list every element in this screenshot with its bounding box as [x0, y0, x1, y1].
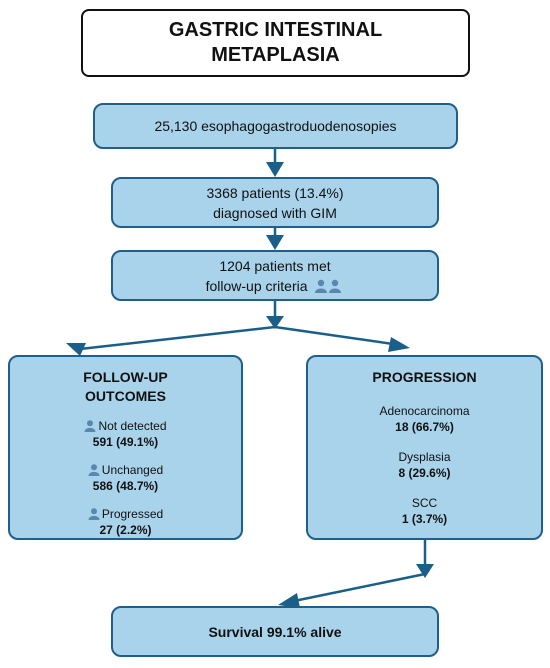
- progression-adenocarcinoma-label: Adenocarcinoma: [379, 404, 470, 418]
- step-gim-line-2: diagnosed with GIM: [213, 204, 337, 221]
- step-follow-up-criteria: 1204 patients met follow-up criteria: [111, 250, 439, 301]
- person-icon: [84, 420, 96, 432]
- outcome-unchanged-label: Unchanged: [101, 463, 164, 477]
- follow-up-title-line-2: OUTCOMES: [85, 388, 166, 404]
- survival-text: Survival 99.1% alive: [208, 623, 342, 640]
- progression-adenocarcinoma-value: 18 (66.7%): [395, 420, 454, 434]
- arrow-icon: [266, 316, 284, 329]
- progression-adenocarcinoma: Adenocarcinoma 18 (66.7%): [379, 403, 469, 435]
- step-endoscopies-text: 25,130 esophagogastroduodenosopies: [154, 118, 397, 134]
- outcome-progressed-value: 27 (2.2%): [99, 523, 152, 537]
- arrow-icon: [278, 593, 300, 608]
- split-line-right: [274, 325, 394, 346]
- progression-dysplasia: Dysplasia 8 (29.6%): [398, 449, 450, 481]
- progression-scc-label: SCC: [411, 496, 438, 510]
- progression-dysplasia-label: Dysplasia: [398, 450, 451, 464]
- outcome-unchanged: Unchanged 586 (48.7%): [88, 462, 163, 494]
- arrow-icon: [66, 343, 86, 356]
- step-gim-line-1: 3368 patients (13.4%): [206, 184, 344, 201]
- step-criteria-line-1: 1204 patients met: [219, 257, 331, 274]
- title-line-1: GASTRIC INTESTINAL: [168, 19, 383, 41]
- merge-line: [293, 572, 426, 603]
- survival-box: Survival 99.1% alive: [111, 606, 439, 657]
- split-line-left: [79, 325, 276, 351]
- progression-scc-value: 1 (3.7%): [401, 512, 448, 526]
- progression-panel: PROGRESSION Adenocarcinoma 18 (66.7%) Dy…: [306, 355, 543, 540]
- outcome-progressed-label: Progressed: [101, 507, 164, 521]
- diagram-title: GASTRIC INTESTINAL METAPLASIA: [81, 9, 470, 77]
- arrow-icon: [266, 235, 284, 250]
- outcome-not-detected-label: Not detected: [98, 419, 167, 433]
- step-endoscopies: 25,130 esophagogastroduodenosopies: [93, 103, 458, 149]
- person-icon: [88, 508, 100, 520]
- arrow-icon: [388, 337, 410, 352]
- outcome-not-detected: Not detected 591 (49.1%): [84, 418, 167, 450]
- title-line-2: METAPLASIA: [211, 44, 340, 66]
- people-icon: [315, 279, 342, 293]
- outcome-not-detected-value: 591 (49.1%): [92, 435, 159, 449]
- arrow-icon: [416, 564, 434, 578]
- follow-up-outcomes-panel: FOLLOW-UP OUTCOMES Not detected 591 (49.…: [8, 355, 243, 540]
- progression-title: PROGRESSION: [372, 369, 477, 385]
- outcome-unchanged-value: 586 (48.7%): [92, 479, 159, 493]
- step-criteria-line-2: follow-up criteria: [205, 277, 308, 294]
- progression-scc: SCC 1 (3.7%): [402, 495, 447, 527]
- progression-dysplasia-value: 8 (29.6%): [398, 466, 451, 480]
- arrow-icon: [266, 162, 284, 177]
- step-criteria-line-2-wrap: follow-up criteria: [206, 276, 345, 296]
- outcome-progressed: Progressed 27 (2.2%): [88, 506, 163, 538]
- follow-up-title-line-1: FOLLOW-UP: [83, 369, 168, 385]
- step-gim-patients: 3368 patients (13.4%) diagnosed with GIM: [111, 177, 439, 228]
- person-icon: [88, 464, 100, 476]
